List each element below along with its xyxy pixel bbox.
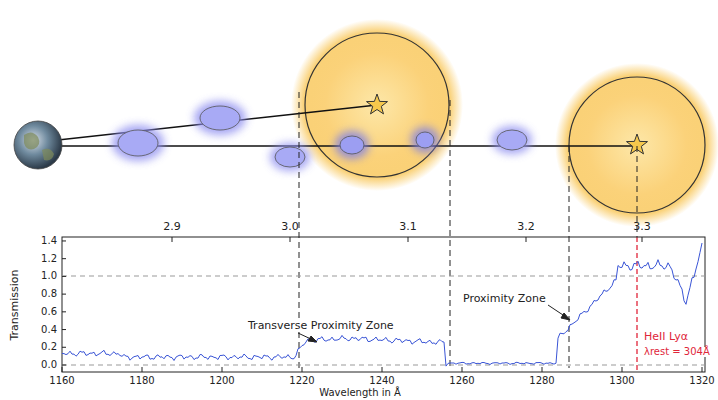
x-tick-label: 1300	[609, 376, 634, 386]
x-tick-label: 1180	[129, 376, 154, 386]
annotation: Transverse Proximity Zone	[247, 320, 395, 331]
redshift-tick: 3.1	[399, 221, 417, 232]
quasar-glow	[555, 63, 718, 227]
x-tick-label: 1240	[369, 376, 394, 386]
quasar-star	[367, 94, 388, 114]
line-label: HeII Lyα	[643, 331, 689, 342]
axis-ticks	[62, 237, 702, 372]
x-tick-label: 1280	[529, 376, 554, 386]
quasar-zone	[305, 33, 449, 177]
x-tick-label: 1220	[289, 376, 314, 386]
earth	[14, 121, 62, 169]
redshift-tick: 3.3	[633, 221, 651, 232]
y-tick-label: 1.0	[41, 271, 57, 281]
redshift-tick: 3.0	[281, 221, 299, 232]
x-tick-label: 1200	[209, 376, 234, 386]
x-tick-label: 1160	[49, 376, 74, 386]
axis-title: Transmission	[9, 269, 20, 340]
redshift-tick: 3.2	[517, 221, 535, 232]
plot	[62, 237, 705, 372]
x-tick-label: 1320	[689, 376, 714, 386]
y-tick-label: 0.8	[41, 289, 57, 299]
y-tick-label: 0.0	[41, 360, 57, 370]
y-tick-label: 1.4	[41, 236, 57, 246]
spectrum	[62, 243, 702, 366]
y-tick-label: 0.2	[41, 342, 57, 352]
axis-title: Wavelength in Å	[319, 388, 401, 398]
quasar-zone	[569, 77, 705, 213]
y-tick-label: 0.6	[41, 307, 57, 317]
y-tick-label: 0.4	[41, 325, 57, 335]
redshift-tick: 2.9	[163, 221, 181, 232]
line-label: λrest = 304Å	[643, 347, 711, 357]
earth-land	[24, 132, 54, 160]
annotation: Proximity Zone	[462, 293, 547, 304]
lya-line	[636, 237, 637, 372]
x-tick-label: 1260	[449, 376, 474, 386]
quasar-glow	[291, 19, 463, 191]
gas-clouds	[112, 101, 532, 171]
y-tick-label: 1.2	[41, 254, 57, 264]
